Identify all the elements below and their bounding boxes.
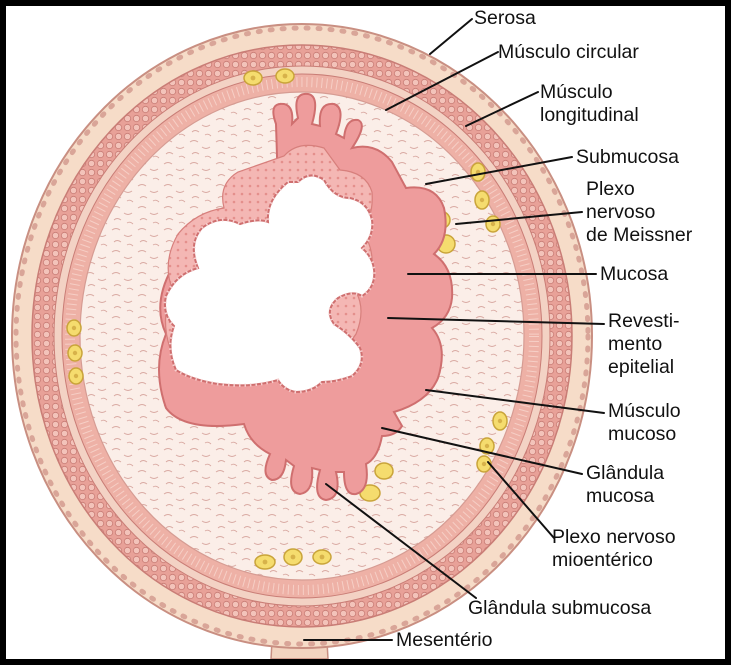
label-line: nervoso [586, 201, 656, 223]
label-line: mento [608, 333, 663, 355]
circular-muscle-texture [65, 77, 539, 595]
label-plexo-meissner: Plexo nervoso de Meissner [586, 178, 692, 247]
intestine-cross-section-diagram [11, 18, 605, 659]
label-musculo-circular: Músculo circular [498, 41, 639, 63]
label-submucosa: Submucosa [576, 146, 679, 168]
label-line: epitelial [608, 356, 675, 378]
label-line: Plexo nervoso [552, 526, 676, 548]
label-line: de Meissner [586, 224, 693, 246]
label-line: longitudinal [540, 104, 639, 126]
label-musculo-mucoso: Músculo mucoso [608, 400, 681, 446]
label-line: mioentérico [552, 549, 653, 571]
label-line: mucoso [608, 423, 677, 445]
label-glandula-submucosa: Glândula submucosa [468, 597, 652, 619]
label-mucosa: Mucosa [600, 263, 669, 285]
label-line: Músculo [540, 81, 613, 103]
label-mesenterio: Mesentério [396, 629, 493, 651]
label-musculo-longitudinal: Músculo longitudinal [540, 81, 639, 127]
label-line: Plexo [586, 178, 635, 200]
label-line: Glândula [586, 462, 665, 484]
label-line: mucosa [586, 485, 655, 507]
serosa-scallops [13, 25, 591, 647]
label-glandula-mucosa: Glândula mucosa [586, 462, 664, 508]
label-line: Revesti- [608, 310, 680, 332]
label-serosa: Serosa [474, 7, 536, 29]
diagram-frame: Serosa Músculo circular Músculo longitud… [6, 6, 725, 659]
leader-lines [303, 18, 605, 641]
label-revestimento-epitelial: Revesti- mento epitelial [608, 310, 680, 379]
label-line: Músculo [608, 400, 681, 422]
lumen [164, 174, 376, 394]
label-plexo-mioenterico: Plexo nervoso mioentérico [552, 526, 676, 572]
